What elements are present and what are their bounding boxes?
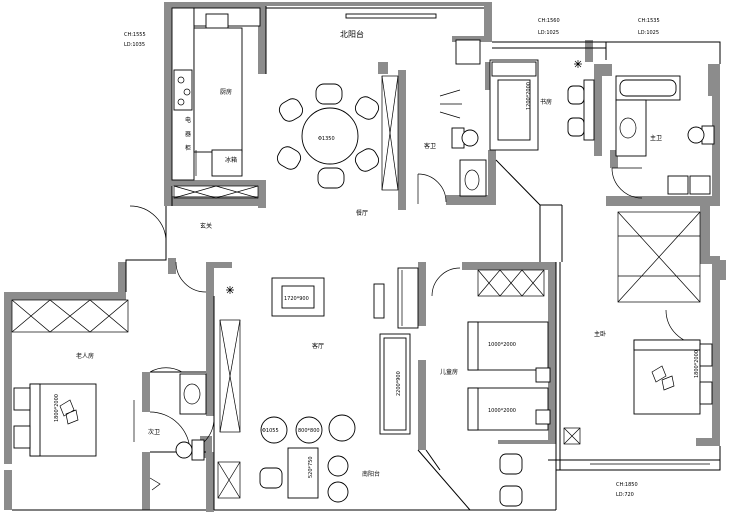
outline — [12, 6, 721, 511]
kitchen-ld: LD:1035 — [124, 42, 145, 48]
study-ch: CH:1560 — [538, 18, 560, 24]
label-appliance-2: 器 — [185, 131, 191, 138]
label-master-bedroom: 主卧 — [594, 330, 606, 338]
dim-master-bed: 1800*2000 — [694, 350, 700, 378]
dim-balcony-table-3: 520*750 — [308, 456, 314, 478]
kids-room-fixtures — [467, 269, 551, 431]
label-dining: 餐厅 — [356, 209, 368, 217]
master-bath-fixtures — [615, 75, 715, 195]
kitchen-fixtures — [171, 7, 261, 199]
dining-set — [276, 13, 437, 191]
dim-kid-bed-2: 1000*2000 — [488, 408, 516, 414]
dim-kid-bed-1: 1000*2000 — [488, 342, 516, 348]
balcony-ch: CH:1850 — [616, 482, 638, 488]
dim-elder-bed: 1800*2000 — [54, 394, 60, 422]
guest-bath-fixtures — [439, 39, 487, 197]
second-bath-fixtures — [175, 373, 241, 499]
label-north-balcony: 北阳台 — [340, 29, 364, 39]
label-kitchen: 厨房 — [220, 88, 232, 96]
master-bedroom-fixtures — [617, 211, 713, 415]
dim-study-bed: 1200*2000 — [526, 82, 532, 110]
balcony-fixtures — [149, 414, 581, 507]
plant-icon — [226, 60, 582, 294]
label-study: 书房 — [540, 98, 552, 106]
dim-coffee-table: 1720*900 — [284, 296, 309, 302]
label-appliance-1: 电 — [185, 116, 191, 124]
balcony-ld: LD:720 — [616, 492, 634, 498]
dim-balcony-table-1: Φ1055 — [262, 428, 279, 434]
furniture-dimensions: Φ1350 1720*900 2200*900 1200*2000 1000*2… — [54, 82, 700, 478]
label-fridge: 冰箱 — [225, 156, 237, 164]
master-ld: LD:1025 — [638, 30, 659, 36]
label-entry: 玄关 — [200, 222, 212, 230]
label-second-bath: 次卫 — [148, 428, 160, 436]
ceiling-heights: CH:1555 LD:1035 CH:1560 LD:1025 CH:1535 … — [124, 18, 660, 498]
elder-room-fixtures — [11, 299, 135, 457]
dim-balcony-table-2: 800*800 — [298, 428, 320, 434]
label-guest-bath: 客卫 — [424, 142, 436, 150]
label-south-balcony: 南阳台 — [362, 470, 380, 478]
doors — [129, 167, 701, 453]
dim-sofa: 2200*900 — [396, 371, 402, 396]
dim-dining-table: Φ1350 — [318, 136, 335, 142]
label-kids-room: 儿童房 — [440, 368, 458, 376]
label-master-bath: 主卫 — [650, 134, 662, 142]
study-fixtures — [489, 59, 595, 151]
study-ld: LD:1025 — [538, 30, 559, 36]
label-appliance-3: 柜 — [185, 144, 191, 152]
master-ch: CH:1535 — [638, 18, 660, 24]
label-living: 客厅 — [312, 342, 324, 350]
living-fixtures — [219, 267, 419, 435]
room-labels: 北阳台 厨房 冰箱 电 器 柜 客卫 书房 主卫 玄关 餐厅 客厅 老人房 次卫… — [76, 29, 662, 478]
label-elder-room: 老人房 — [76, 352, 94, 360]
kitchen-ch: CH:1555 — [124, 32, 146, 38]
